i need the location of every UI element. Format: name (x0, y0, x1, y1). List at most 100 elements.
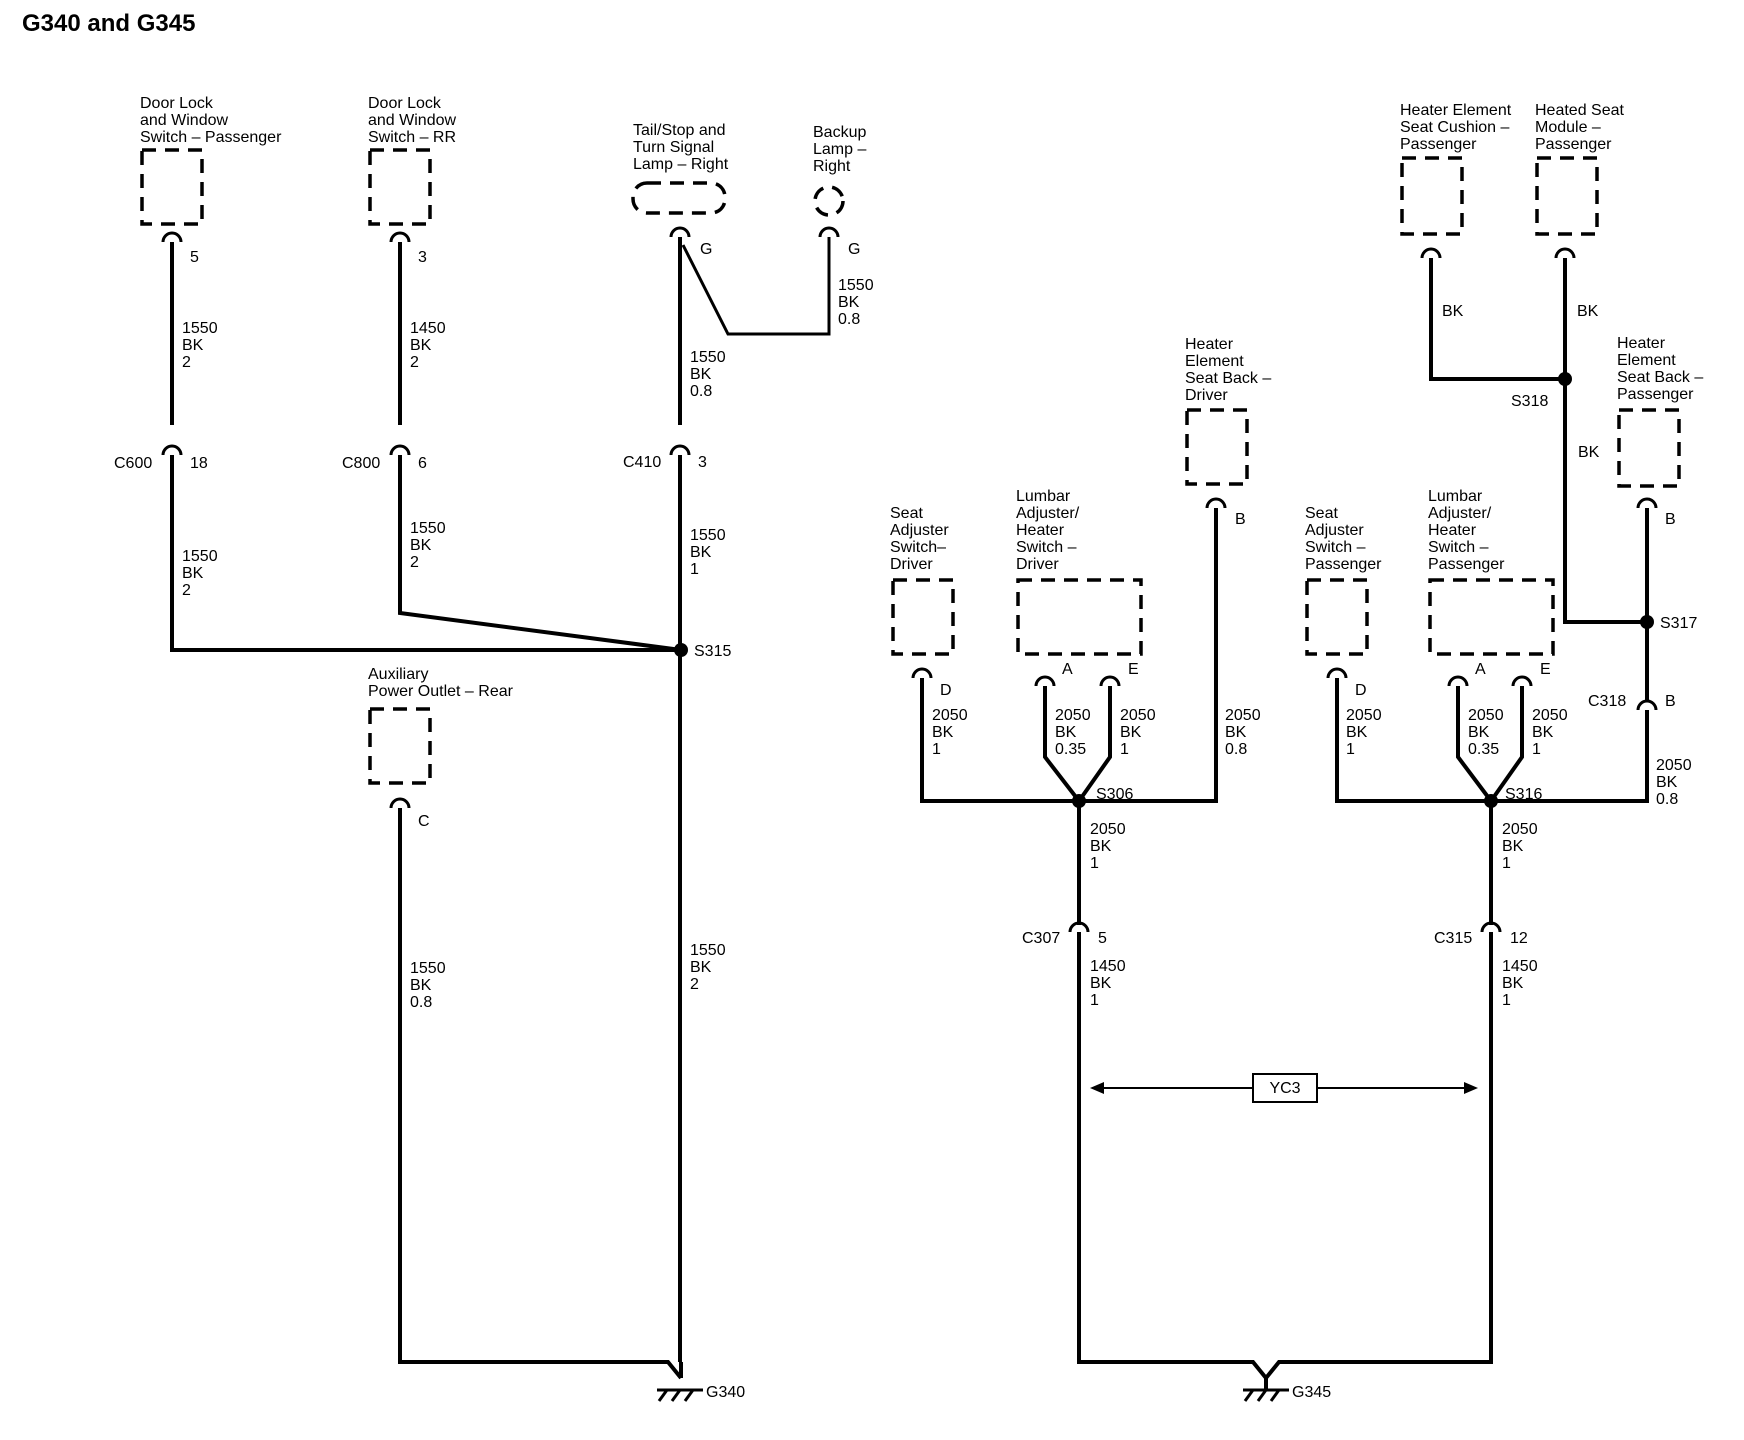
label-lumbar-driver: Lumbar Adjuster/ Heater Switch – Driver (1016, 488, 1084, 573)
component-box (1400, 156, 1464, 236)
wire-label: 1550 BK 0.8 (838, 277, 878, 328)
terminal (1554, 247, 1576, 259)
component-heater-cushion-passenger: Heater Element Seat Cushion – Passenger (1400, 102, 1516, 259)
component-box (1617, 408, 1681, 488)
twisted-pair-yc3: YC3 (1090, 1073, 1478, 1103)
label-aux-power-outlet: Auxiliary Power Outlet – Rear (368, 666, 514, 700)
label-seat-adjuster-passenger: Seat Adjuster Switch – Passenger (1305, 505, 1382, 573)
connector-c318: C318 B (1588, 693, 1676, 711)
component-door-lock-passenger: Door Lock and Window Switch – Passenger … (140, 95, 282, 266)
page-title: G340 and G345 (22, 10, 196, 37)
component-aux-power-outlet: Auxiliary Power Outlet – Rear C (368, 666, 514, 830)
pin-label: D (1355, 682, 1367, 699)
splice-dot (1072, 794, 1086, 808)
wire-label: BK (1577, 303, 1599, 320)
connector-c800: C800 6 (342, 444, 427, 472)
component-door-lock-rr: Door Lock and Window Switch – RR 3 (368, 95, 461, 266)
yc3-label: YC3 (1269, 1080, 1300, 1097)
terminal (1447, 675, 1469, 687)
connector-pin: 6 (418, 455, 427, 472)
component-box (813, 185, 845, 217)
ground-g345: G345 (1243, 1378, 1331, 1402)
wire (1429, 258, 1565, 381)
label-seat-adjuster-driver: Seat Adjuster Switch– Driver (890, 505, 953, 573)
pin-label: G (848, 241, 860, 258)
splice-label: S316 (1505, 786, 1542, 803)
connector-pin: 12 (1510, 930, 1528, 947)
wire-label: 1550 BK 2 (410, 520, 450, 571)
wire (920, 508, 1218, 803)
component-box (368, 707, 432, 785)
component-box (368, 148, 432, 226)
component-box (891, 578, 955, 656)
connector-terminal (1480, 921, 1502, 933)
splice-label: S317 (1660, 615, 1697, 632)
splice-label: S306 (1096, 786, 1133, 803)
wire-label: 2050 BK 1 (1120, 707, 1160, 758)
component-seat-adjuster-driver: Seat Adjuster Switch– Driver D (890, 505, 955, 699)
connector-pin: 3 (698, 454, 707, 471)
connector-terminal (161, 444, 183, 456)
terminal (1420, 247, 1442, 259)
terminal (161, 231, 183, 243)
component-seat-adjuster-passenger: Seat Adjuster Switch – Passenger D (1305, 505, 1382, 699)
wire-label: 1550 BK 2 (182, 548, 222, 599)
connector-terminal (1636, 699, 1658, 711)
wire-label: 2050 BK 1 (1090, 821, 1130, 872)
wire (398, 455, 682, 652)
label-door-lock-passenger: Door Lock and Window Switch – Passenger (140, 95, 282, 146)
wire-label: 1450 BK 1 (1502, 958, 1542, 1009)
wire (1489, 686, 1524, 803)
wire (170, 455, 681, 652)
component-box (1305, 578, 1369, 656)
connector-c315: C315 12 (1434, 921, 1528, 947)
terminal (1511, 675, 1533, 687)
component-box (1535, 156, 1599, 236)
connector-name: C315 (1434, 930, 1472, 947)
splice-label: S315 (694, 643, 731, 660)
connector-c307: C307 5 (1022, 921, 1107, 947)
component-tail-stop-lamp: Tail/Stop and Turn Signal Lamp – Right G (631, 122, 730, 258)
label-heater-cushion-passenger: Heater Element Seat Cushion – Passenger (1400, 102, 1516, 153)
label-tail-stop-lamp: Tail/Stop and Turn Signal Lamp – Right (633, 122, 730, 173)
terminal (911, 667, 933, 679)
terminal (818, 226, 840, 238)
wire (398, 808, 683, 1380)
splice-dot (1640, 615, 1654, 629)
connector-pin: 5 (1098, 930, 1107, 947)
pin-label: A (1062, 661, 1073, 678)
arrow-left-icon (1090, 1082, 1104, 1094)
pin-label: C (418, 813, 430, 830)
wire-label: 1550 BK 1 (690, 527, 730, 578)
pin-label: B (1235, 511, 1246, 528)
terminal (1034, 675, 1056, 687)
pin-label: B (1665, 511, 1676, 528)
terminal (669, 226, 691, 238)
wire (1043, 686, 1081, 803)
label-door-lock-rr: Door Lock and Window Switch – RR (368, 95, 461, 146)
pin-label: A (1475, 661, 1486, 678)
ground-label: G345 (1292, 1384, 1331, 1401)
label-heated-seat-module: Heated Seat Module – Passenger (1535, 102, 1628, 153)
pin-label: 5 (190, 249, 199, 266)
wire (1456, 686, 1493, 803)
component-backup-lamp: Backup Lamp – Right G (813, 124, 866, 258)
component-heater-seatback-driver: Heater Element Seat Back – Driver B (1185, 336, 1271, 528)
component-heated-seat-module: Heated Seat Module – Passenger (1535, 102, 1628, 259)
terminal (1205, 497, 1227, 509)
label-lumbar-passenger: Lumbar Adjuster/ Heater Switch – Passeng… (1428, 488, 1505, 573)
component-box (1428, 578, 1555, 656)
pin-label: E (1128, 661, 1139, 678)
splice-dot (1558, 372, 1572, 386)
wire-label: 2050 BK 1 (1502, 821, 1542, 872)
wire-label: 2050 BK 1 (1346, 707, 1386, 758)
pin-label: 3 (418, 249, 427, 266)
arrow-right-icon (1464, 1082, 1478, 1094)
terminal (389, 231, 411, 243)
wire-label: BK (1578, 444, 1600, 461)
terminal (389, 797, 411, 809)
splice-dot (1484, 794, 1498, 808)
component-heater-seatback-passenger: Heater Element Seat Back – Passenger B (1617, 335, 1703, 528)
component-lumbar-passenger: Lumbar Adjuster/ Heater Switch – Passeng… (1428, 488, 1555, 687)
